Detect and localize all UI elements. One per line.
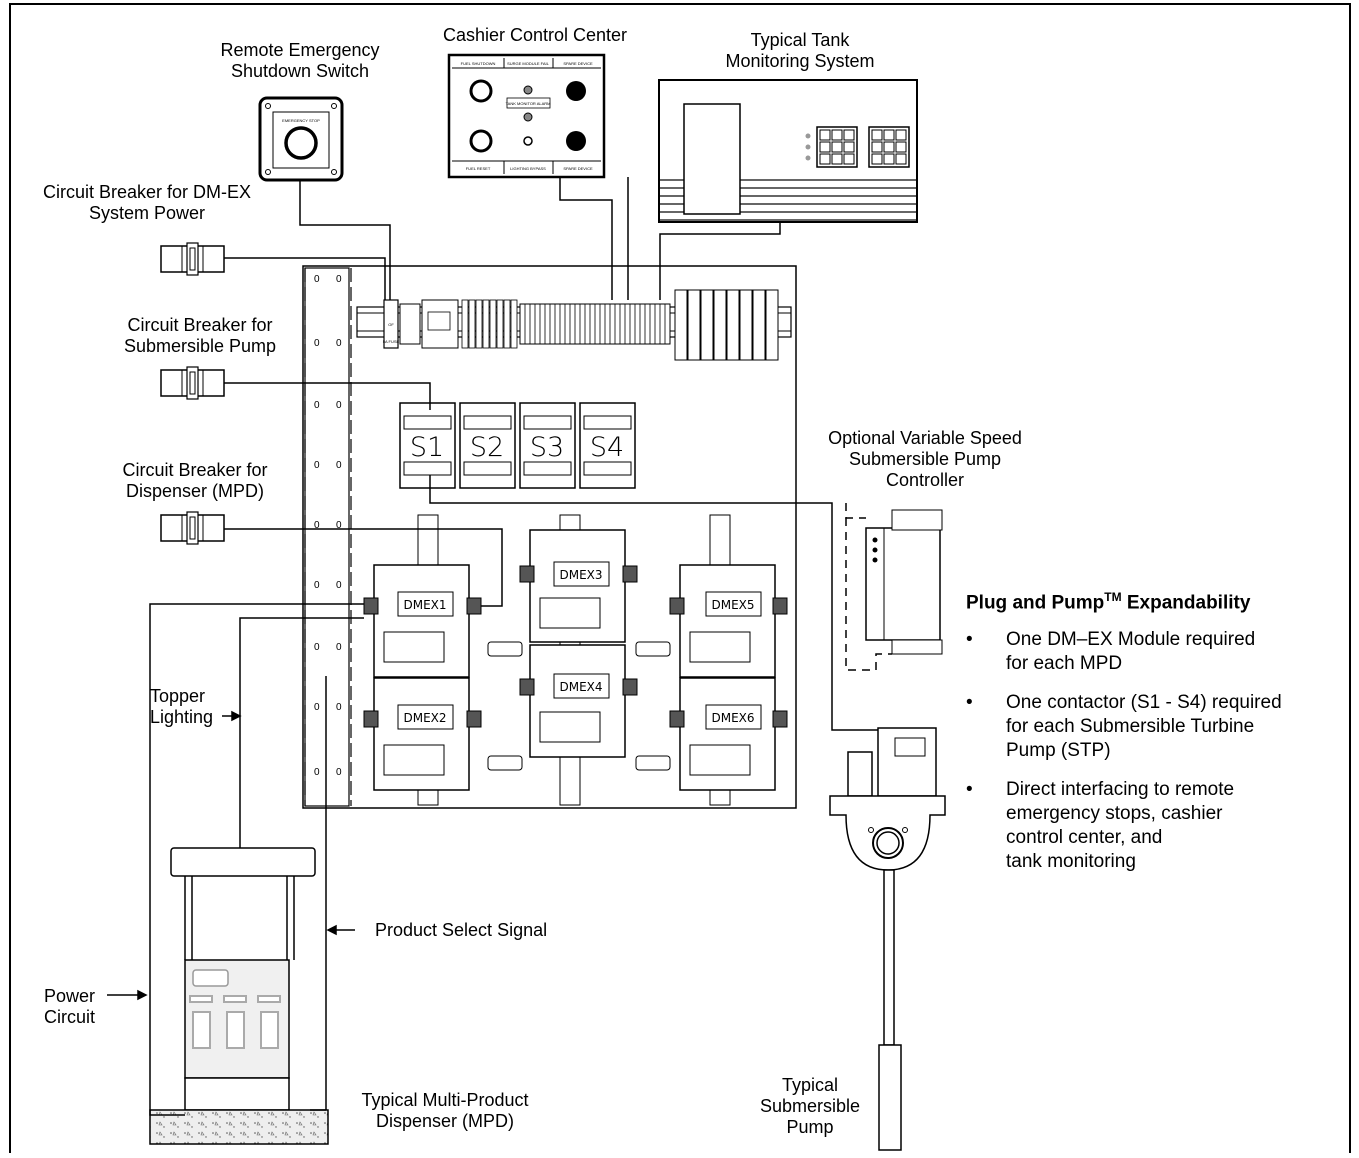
bullet-icon: • (966, 691, 973, 715)
svg-text:OF: OF (388, 322, 394, 327)
svg-text:0: 0 (336, 702, 342, 713)
svg-text:0: 0 (314, 642, 320, 653)
svg-text:SPARE DEVICE: SPARE DEVICE (563, 61, 593, 66)
label-topper-lighting: Topper Lighting (150, 686, 213, 728)
label-product-select: Product Select Signal (375, 920, 547, 941)
breaker-submersible-pump (161, 367, 224, 399)
svg-text:0: 0 (336, 338, 342, 349)
svg-text:FUEL RESET: FUEL RESET (466, 166, 491, 171)
label-tank-monitoring: Typical Tank Monitoring System (690, 30, 910, 72)
svg-text:0: 0 (314, 460, 320, 471)
module-label: DMEX2 (403, 711, 446, 725)
svg-text:0: 0 (336, 642, 342, 653)
emergency-stop-switch: EMERGENCY STOP (260, 98, 342, 180)
contactor-label: S2 (470, 432, 504, 463)
svg-text:0: 0 (314, 274, 320, 285)
svg-text:SURGE MODULE FAIL: SURGE MODULE FAIL (507, 61, 550, 66)
expandability-panel: Plug and PumpTM Expandability •One DM–EX… (966, 590, 1346, 889)
contactor-s2: S2 (460, 403, 515, 488)
svg-text:0: 0 (336, 767, 342, 778)
svg-text:SPARE DEVICE: SPARE DEVICE (563, 166, 593, 171)
svg-text:LIGHTING BYPASS: LIGHTING BYPASS (510, 166, 546, 171)
svg-text:0: 0 (336, 580, 342, 591)
contactor-label: S3 (530, 432, 564, 463)
label-breaker-pump: Circuit Breaker for Submersible Pump (95, 315, 305, 357)
bullet-icon: • (966, 778, 973, 802)
svg-text:0: 0 (314, 702, 320, 713)
label-cashier-center: Cashier Control Center (415, 25, 655, 46)
module-label: DMEX5 (711, 598, 754, 612)
contactor-s1: S1 (400, 403, 455, 488)
svg-text:0: 0 (336, 274, 342, 285)
dmex-module-6: DMEX6 (670, 678, 787, 790)
label-mpd: Typical Multi-Product Dispenser (MPD) (330, 1090, 560, 1132)
breaker-dispenser (161, 512, 224, 544)
module-label: DMEX1 (403, 598, 446, 612)
contactor-label: S4 (590, 432, 624, 463)
label-power-circuit: Power Circuit (44, 986, 95, 1028)
svg-text:0: 0 (314, 338, 320, 349)
breaker-system-power (161, 243, 224, 275)
tank-monitor (659, 80, 917, 222)
svg-text:0: 0 (314, 767, 320, 778)
svg-text:0: 0 (336, 460, 342, 471)
expandability-item: •Direct interfacing to remote emergency … (966, 778, 1346, 874)
contactor-s4: S4 (580, 403, 635, 488)
dmex-module-5: DMEX5 (670, 565, 787, 677)
multi-product-dispenser (150, 848, 328, 1144)
label-breaker-system-power: Circuit Breaker for DM-EX System Power (12, 182, 282, 224)
expandability-title: Plug and PumpTM Expandability (966, 590, 1346, 614)
svg-text:TANK MONITOR ALARM: TANK MONITOR ALARM (506, 101, 551, 106)
emergency-stop-text: EMERGENCY STOP (282, 118, 320, 123)
cashier-control-panel: FUEL SHUTDOWN SURGE MODULE FAIL SPARE DE… (449, 55, 604, 177)
label-remote-switch: Remote Emergency Shutdown Switch (190, 40, 410, 82)
svg-text:0: 0 (314, 400, 320, 411)
expandability-item: •One contactor (S1 - S4) required for ea… (966, 691, 1346, 763)
svg-text:FUEL SHUTDOWN: FUEL SHUTDOWN (461, 61, 496, 66)
dmex-module-4: DMEX4 (520, 645, 637, 757)
module-label: DMEX3 (559, 568, 602, 582)
svg-text:5A FUSE: 5A FUSE (383, 339, 400, 344)
contactor-label: S1 (410, 432, 444, 463)
module-label: DMEX4 (559, 680, 602, 694)
vs-pump-controller (866, 510, 942, 654)
dmex-module-1: DMEX1 (364, 565, 481, 677)
svg-text:0: 0 (314, 580, 320, 591)
label-vs-controller: Optional Variable Speed Submersible Pump… (800, 428, 1050, 491)
bullet-icon: • (966, 628, 973, 652)
module-label: DMEX6 (711, 711, 754, 725)
label-submersible-pump: Typical Submersible Pump (745, 1075, 875, 1138)
expandability-item: •One DM–EX Module required for each MPD (966, 628, 1346, 676)
dmex-module-3: DMEX3 (520, 530, 637, 642)
label-breaker-dispenser: Circuit Breaker for Dispenser (MPD) (95, 460, 295, 502)
contactor-s3: S3 (520, 403, 575, 488)
dmex-module-2: DMEX2 (364, 678, 481, 790)
svg-text:0: 0 (336, 400, 342, 411)
